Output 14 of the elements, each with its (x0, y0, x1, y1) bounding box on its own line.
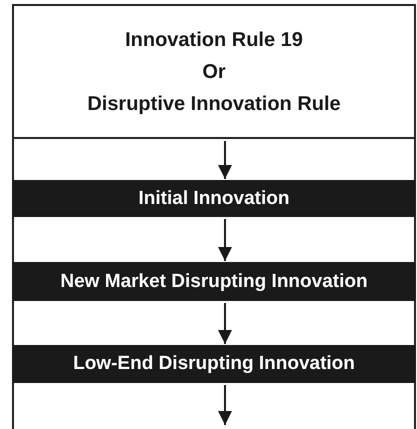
heading-text: Or (202, 60, 226, 84)
arrow (218, 141, 232, 179)
heading-box (12, 4, 416, 139)
step-label: Low-End Disrupting Innovation (73, 353, 355, 375)
heading-text: Disruptive Innovation Rule (87, 92, 341, 116)
step-label: New Market Disrupting Innovation (60, 270, 368, 292)
step-label: Initial Innovation (138, 188, 290, 210)
heading-text: Innovation Rule 19 (125, 28, 303, 52)
arrow (218, 385, 232, 425)
step-bar (12, 345, 416, 383)
arrow (218, 303, 232, 344)
step-bar (12, 262, 416, 301)
step-bar (12, 180, 416, 217)
arrow (218, 219, 232, 261)
